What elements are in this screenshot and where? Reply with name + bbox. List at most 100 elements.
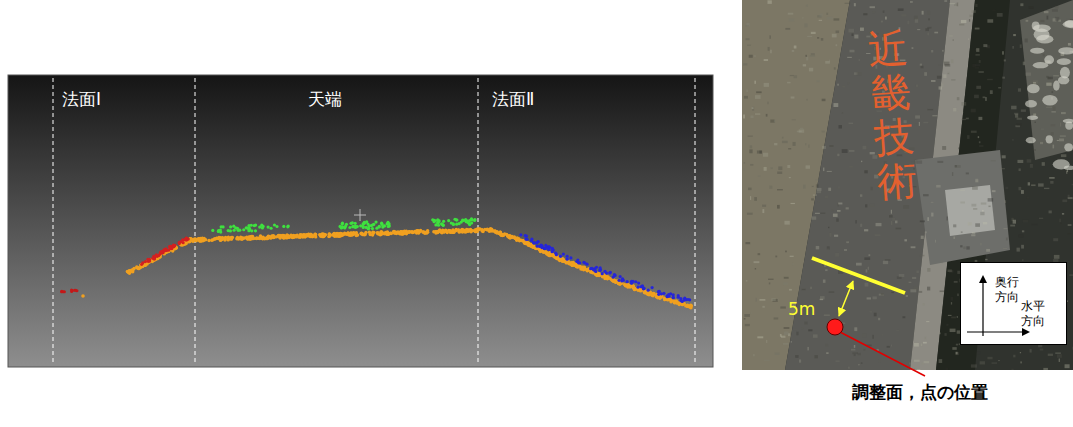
photo-texture [917,29,920,30]
photo-texture [762,306,764,308]
photo-texture [927,268,930,272]
photo-texture [863,146,867,150]
scan-point [193,238,196,241]
scan-point [365,226,368,229]
photo-texture [868,267,869,270]
scan-point [681,303,684,306]
scan-point [173,244,176,247]
photo-texture [754,261,760,263]
photo-texture [847,57,852,58]
photo-texture [767,102,768,105]
photo-texture [836,44,838,46]
photo-texture [990,90,993,94]
photo-texture [975,179,978,182]
photo-texture [816,184,819,187]
scan-point [254,229,257,232]
photo-texture [1006,238,1008,241]
scan-point [639,289,642,292]
scan-point [385,222,388,225]
photo-texture [920,220,925,222]
photo-texture [1014,113,1018,115]
scan-point [672,296,675,299]
scan-point [672,296,675,299]
photo-texture [1022,259,1024,261]
photo-texture [1044,188,1049,189]
photo-texture [810,55,815,57]
photo-texture [931,213,933,217]
scan-point [217,236,220,239]
photo-texture [879,294,884,296]
scan-point [623,283,626,286]
scan-point [381,226,384,229]
photo-texture [768,47,770,51]
scan-point [442,224,445,227]
photo-texture [949,35,953,37]
photo-texture [764,83,769,87]
photo-texture [1025,39,1028,43]
scan-point [515,238,518,241]
scan-point [160,250,163,253]
photo-texture [1053,238,1058,241]
scan-point [371,227,374,230]
photo-texture [852,33,854,36]
photo-texture [744,162,745,164]
photo-texture [980,212,984,215]
photo-texture [1005,187,1008,189]
photo-texture [787,82,790,84]
scan-point [525,238,528,241]
photo-texture [928,11,930,15]
scan-point [627,284,630,287]
photo-texture [1053,106,1056,110]
photo-texture [834,67,836,69]
photo-texture [819,20,822,21]
photo-texture [784,277,789,279]
photo-texture [988,206,990,208]
photo-texture [971,131,977,133]
photo-texture [750,115,753,118]
bush-highlight [1042,95,1057,106]
photo-texture [864,257,870,260]
photo-texture [987,19,993,22]
photo-texture [883,10,885,12]
photo-texture [960,245,962,247]
photo-texture [983,97,986,99]
scan-point [354,226,357,229]
scan-point [599,266,602,269]
axis-label: 奥行 方向 [995,275,1020,305]
photo-texture [848,367,850,369]
photo-texture [854,327,857,331]
scan-point [144,263,147,266]
photo-texture [898,8,904,11]
photo-texture [822,99,826,101]
photo-texture [921,344,922,347]
photo-texture [1060,135,1066,136]
scan-point [686,298,689,301]
scan-point [359,232,362,235]
photo-texture [982,210,984,212]
dimension-arrow [839,281,853,316]
scan-point [468,222,471,225]
photo-texture [914,123,919,126]
photo-texture [818,201,820,202]
photo-texture [849,166,853,168]
photo-texture [743,115,745,119]
photo-texture [961,102,966,106]
scan-point [442,220,445,223]
scan-point [284,235,287,238]
photo-texture [1004,228,1008,229]
photo-texture [771,167,773,169]
scan-point [211,229,214,232]
photo-texture [998,360,1000,361]
photo-texture [793,142,796,146]
scan-point [185,236,188,239]
photo-texture [1030,349,1032,353]
scan-point [237,229,240,232]
photo-texture [826,352,828,354]
photo-texture [788,148,791,149]
scan-point [621,277,624,280]
photo-texture [925,337,926,339]
scan-point [230,236,233,239]
photo-texture [771,298,775,301]
scan-point [452,223,455,226]
